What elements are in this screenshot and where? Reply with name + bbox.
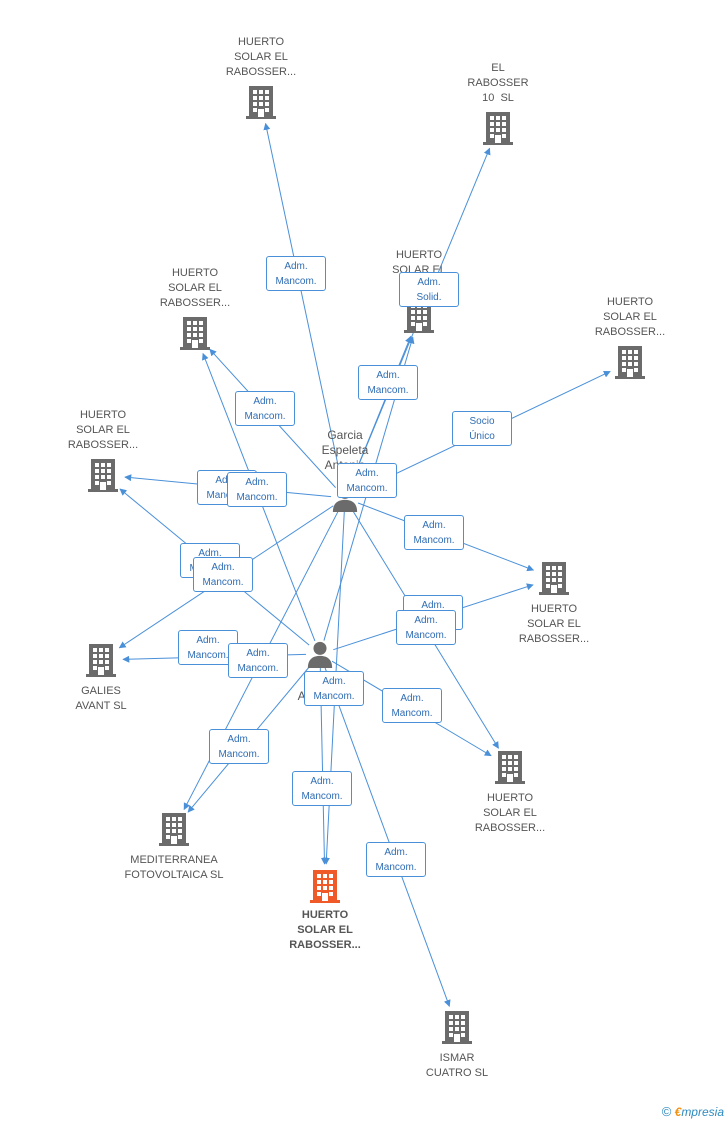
edge-label-p2-c3[interactable]: Adm. Mancom. [227, 472, 287, 507]
building-icon[interactable] [495, 751, 525, 784]
company-label-c7[interactable]: HUERTO SOLAR EL RABOSSER... [518, 603, 590, 645]
edge-label-p2-c8[interactable]: Adm. Mancom. [382, 688, 442, 723]
copyright-symbol: © [661, 1104, 672, 1119]
nodes-layer [86, 86, 645, 1044]
edge-label-p1-c2[interactable]: Adm. Solid. [399, 272, 459, 307]
building-icon[interactable] [483, 112, 513, 145]
edge-label-p2-c7[interactable]: Adm. Mancom. [228, 643, 288, 678]
edge-label-p2-c10[interactable]: Adm. Mancom. [304, 671, 364, 706]
company-label-c10[interactable]: MEDITERRANEA FOTOVOLTAICA SL [124, 854, 224, 881]
building-icon[interactable] [159, 813, 189, 846]
edge-label-p1-c3[interactable]: Adm. Mancom. [235, 391, 295, 426]
brand-logo: €mpresia [674, 1105, 724, 1119]
company-label-c1[interactable]: HUERTO SOLAR EL RABOSSER... [225, 36, 297, 78]
edge-p2-c12 [324, 666, 451, 1008]
company-label-c12[interactable]: ISMAR CUATRO SL [425, 1052, 489, 1079]
company-label-c6[interactable]: HUERTO SOLAR EL RABOSSER... [67, 409, 139, 451]
building-icon[interactable] [180, 317, 210, 350]
edge-label-p1-c11[interactable]: Adm. Mancom. [337, 463, 397, 498]
company-label-c9[interactable]: HUERTO SOLAR EL RABOSSER... [474, 792, 546, 834]
edge-label-p1-c5[interactable]: Socio Único [452, 411, 512, 446]
footer-brand[interactable]: © €mpresia [662, 1104, 724, 1119]
company-label-c3[interactable]: HUERTO SOLAR EL RABOSSER... [159, 267, 231, 309]
building-icon[interactable] [88, 459, 118, 492]
edge-label-p2-c6[interactable]: Adm. Mancom. [396, 610, 456, 645]
building-icon[interactable] [310, 870, 340, 903]
building-icon[interactable] [539, 562, 569, 595]
building-icon[interactable] [442, 1011, 472, 1044]
edge-label-p1-c4[interactable]: Adm. Mancom. [358, 365, 418, 400]
edge-p1-c1 [263, 122, 343, 485]
edge-label-p1-c7[interactable]: Adm. Mancom. [404, 515, 464, 550]
company-label-c11[interactable]: HUERTO SOLAR EL RABOSSER... [289, 909, 361, 951]
edge-label-p2-c12[interactable]: Adm. Mancom. [366, 842, 426, 877]
edge-label-p1-c10[interactable]: Adm. Mancom. [193, 557, 253, 592]
building-icon[interactable] [86, 644, 116, 677]
building-icon[interactable] [615, 346, 645, 379]
edge-label-p2-c9[interactable]: Adm. Mancom. [209, 729, 269, 764]
company-label-c8[interactable]: GALIES AVANT SL [75, 685, 127, 712]
edge-label-p1-c1[interactable]: Adm. Mancom. [266, 256, 326, 291]
edge-label-p2-c11[interactable]: Adm. Mancom. [292, 771, 352, 806]
edge-p1-c4 [349, 335, 412, 486]
company-label-c2[interactable]: EL RABOSSER 10 SL [467, 62, 529, 104]
company-label-c5[interactable]: HUERTO SOLAR EL RABOSSER... [594, 296, 666, 338]
person-icon[interactable] [307, 641, 333, 668]
building-icon[interactable] [246, 86, 276, 119]
